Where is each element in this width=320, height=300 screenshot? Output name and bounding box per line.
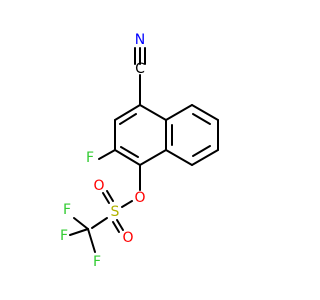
bond-s-cf3 <box>91 217 108 229</box>
atom-f-aryl: F <box>86 150 94 166</box>
bond-cf3-f2 <box>69 228 89 236</box>
molecule-canvas: N C F O O S O F F F <box>60 32 219 270</box>
bond-c1-c8a <box>139 149 167 166</box>
bond-c2-f <box>98 149 116 160</box>
atom-c: C <box>135 61 145 77</box>
bond-c4-c3 <box>114 104 141 121</box>
bond-c8-c8a <box>165 149 193 166</box>
bond-c7-c8-inner <box>192 145 211 157</box>
bond-cf3-f3 <box>87 228 96 253</box>
atom-f-cf3-2: F <box>60 228 68 244</box>
bond-cf3-f1 <box>73 217 89 230</box>
atom-o-sulfonyl-2: O <box>122 230 133 246</box>
bond-c4-c3-inner <box>119 113 137 125</box>
atom-f-cf3-3: F <box>93 254 101 270</box>
bond-c5-c6-inner <box>192 113 211 125</box>
atom-o-ester: O <box>134 190 145 206</box>
atom-n: N <box>135 32 145 48</box>
atom-o-sulfonyl-1: O <box>93 178 104 194</box>
bond-s-o2-a <box>112 221 120 233</box>
bond-s-o2-b <box>116 219 124 231</box>
bond-c5-c6 <box>191 104 219 121</box>
bond-s-o1-b <box>106 190 114 202</box>
bond-c2-c1 <box>114 149 141 166</box>
bond-c4a-c5 <box>165 104 193 121</box>
bond-s-o1-a <box>102 192 110 204</box>
bond-c7-c8 <box>191 149 219 166</box>
bonds <box>69 47 219 253</box>
bond-o-s <box>121 200 133 208</box>
atom-f-cf3-1: F <box>63 202 71 218</box>
bond-c2-c1-inner <box>120 146 139 158</box>
atom-s: S <box>111 204 120 220</box>
molecule-structure: N C F O O S O F F F <box>60 32 219 270</box>
bond-c4a-c4 <box>139 104 167 121</box>
atom-labels: N C F O O S O F F F <box>60 32 146 270</box>
